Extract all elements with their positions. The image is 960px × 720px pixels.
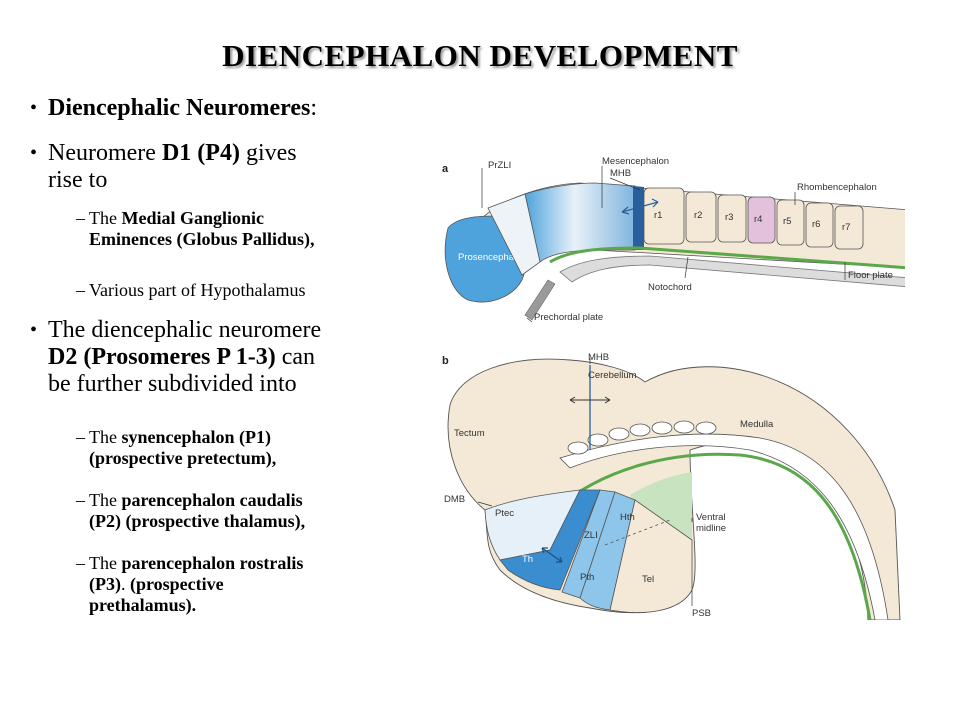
label-r2: r2	[694, 210, 702, 221]
bullet-text: gives	[239, 140, 297, 166]
mesencephalon-region	[524, 182, 636, 263]
subbullet-parencephalon-rostralis: – The parencephalon rostralis(P3). (pros…	[76, 553, 421, 616]
label-notochord: Notochord	[648, 282, 692, 293]
bullet-bold-text: Medial Ganglionic	[121, 208, 264, 228]
floor-plate	[549, 246, 905, 270]
rhombomere-r6	[805, 202, 834, 248]
bullet-bold-text: D2 (Prosomeres P 1-3)	[48, 344, 276, 370]
label-r4: r4	[754, 214, 762, 225]
subbullet-dash: –	[76, 427, 85, 447]
bullet-text: The	[89, 208, 122, 228]
label-tectum: Tectum	[454, 428, 485, 439]
bullet-bold-text: D1 (P4)	[161, 140, 240, 166]
panel-b-letter: b	[442, 355, 449, 367]
subbullet-dash: –	[76, 208, 85, 228]
rhombomere-r2	[685, 191, 717, 243]
ventricle	[559, 433, 889, 620]
bullet-neuromere-d1: • Neuromere D1 (P4) gives rise to	[30, 140, 423, 194]
bullet-bold-text: parencephalon caudalis	[121, 490, 303, 510]
subbullet-parencephalon-caudalis: – The parencephalon caudalis(P2) (prospe…	[76, 490, 421, 532]
label-hth: Hth	[620, 512, 635, 523]
slide-title: DIENCEPHALON DEVELOPMENT	[222, 38, 738, 73]
label-prechordal-plate: Prechordal plate	[534, 312, 603, 323]
mhb-band	[633, 186, 644, 250]
bullet-bold-text: (P2) (prospective thalamus),	[89, 511, 306, 531]
rhombomere-r1	[643, 187, 685, 245]
rhombomere-r7	[834, 205, 864, 250]
bullet-bold-text: Eminences (Globus Pallidus),	[89, 229, 315, 249]
label-zli: ZLI	[584, 530, 598, 541]
subbullet-dash: –	[76, 553, 85, 573]
bullet-text: .	[120, 574, 130, 594]
bullet-bold-text: parencephalon rostralis	[121, 553, 304, 573]
bullet-text: The diencephalic neuromere	[48, 317, 322, 343]
bullet-text: rise to	[48, 167, 108, 193]
label-ventral: Ventral	[696, 512, 726, 523]
label-rhombencephalon: Rhombencephalon	[797, 182, 877, 193]
bullet-text: The	[89, 553, 122, 573]
label-psb: PSB	[692, 608, 711, 619]
label-dmb: DMB	[444, 494, 465, 505]
panel-a-letter: a	[442, 163, 449, 175]
beaded-row	[567, 420, 717, 455]
label-r3: r3	[725, 212, 733, 223]
przli-region	[487, 193, 541, 276]
bullet-text: be further subdivided into	[48, 371, 297, 397]
label-r6: r6	[812, 219, 820, 230]
subbullet-synencephalon: – The synencephalon (P1)(prospective pre…	[76, 427, 421, 469]
rhombomere-r5	[776, 199, 805, 246]
bullet-text: :	[310, 95, 318, 121]
bullet-text: can	[275, 344, 316, 370]
label-r5: r5	[783, 216, 791, 227]
label-tel: Tel	[642, 574, 654, 585]
bullet-bold-text: (P3)	[89, 574, 121, 594]
subbullet-hypothalamus: – Various part of Hypothalamus	[76, 280, 421, 301]
label-pth: Pth	[580, 572, 594, 583]
th-pth-double-arrow-icon	[541, 547, 563, 563]
label-medulla: Medulla	[740, 419, 774, 430]
label-r1: r1	[654, 210, 662, 221]
label-mesencephalon: Mesencephalon	[602, 156, 669, 167]
th-region	[499, 489, 601, 591]
diencephalon-figure: a r1 r2 r3 r4 r5 r6 r7 Prosencephalon	[442, 156, 905, 620]
subbullet-dash: –	[76, 280, 85, 300]
bullet-bold-text: (prospective	[129, 574, 224, 594]
bullet-bold-text: Diencephalic Neuromeres	[48, 95, 311, 121]
label-ptec: Ptec	[495, 508, 514, 519]
bullet-dot: •	[30, 142, 38, 164]
prechordal-plate	[524, 279, 556, 321]
bullet-bold-text: synencephalon (P1)	[121, 427, 271, 447]
label-midline: midline	[696, 523, 726, 534]
label-r7: r7	[842, 222, 850, 233]
bullet-dot: •	[30, 319, 38, 341]
bullet-text: The	[89, 427, 122, 447]
rhombomere-r4	[747, 196, 776, 244]
subbullet-dash: –	[76, 490, 85, 510]
bullet-bold-text: (prospective pretectum),	[89, 448, 277, 468]
label-cerebellum: Cerebellum	[588, 370, 637, 381]
bullet-diencephalic-neuromeres: • Diencephalic Neuromeres:	[30, 95, 423, 122]
bullet-text: Various part of Hypothalamus	[89, 280, 306, 300]
mhb-double-arrow-icon	[621, 201, 659, 213]
label-prosencephalon: Prosencephalon	[458, 252, 527, 263]
bullet-text: The	[89, 490, 122, 510]
rhombomere-r3	[717, 194, 747, 243]
bullet-bold-text: prethalamus).	[89, 595, 197, 615]
notochord	[559, 255, 905, 287]
label-th: Th	[522, 554, 533, 565]
bullet-text: Neuromere	[48, 140, 162, 166]
rhombomere-row	[643, 187, 864, 250]
bullet-dot: •	[30, 97, 38, 119]
label-przli: PrZLI	[488, 160, 511, 171]
label-floor-plate: Floor plate	[848, 270, 893, 281]
label-mhb-a: MHB	[610, 168, 631, 179]
floor-plate-b	[554, 452, 872, 620]
label-mhb-b: MHB	[588, 352, 609, 363]
